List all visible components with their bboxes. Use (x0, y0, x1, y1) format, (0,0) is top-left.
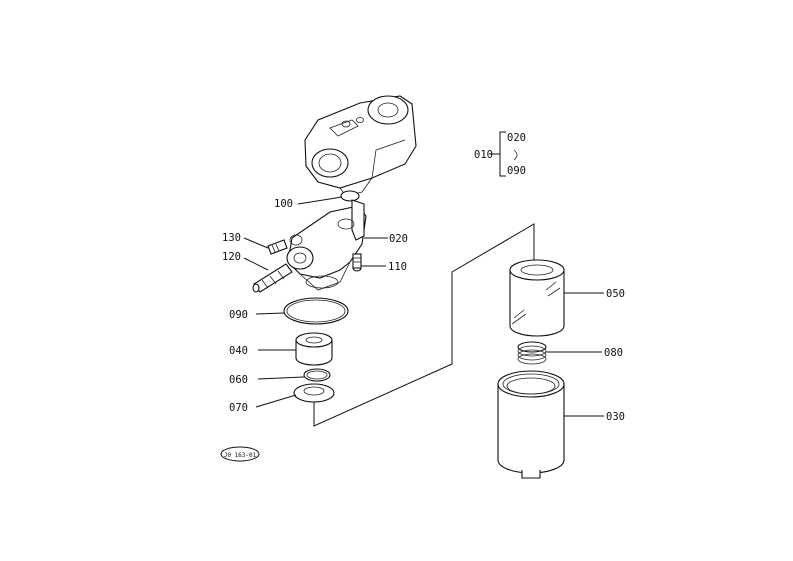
callout-120: 120 (222, 251, 241, 263)
o-ring-090 (283, 297, 349, 325)
legend-top: 020 (507, 132, 526, 144)
callout-030: 030 (606, 411, 625, 423)
callout-070: 070 (229, 402, 248, 414)
spring-080 (517, 341, 547, 365)
collar-040 (295, 332, 333, 366)
legend-bottom: 090 (507, 165, 526, 177)
washer-070 (293, 383, 335, 403)
pump-body (304, 95, 417, 197)
assembly-legend (490, 131, 518, 177)
callout-100: 100 (274, 198, 293, 210)
callout-060: 060 (229, 374, 248, 386)
legend-assembly: 010 (474, 149, 493, 161)
filter-element-050 (509, 259, 565, 337)
callout-110: 110 (388, 261, 407, 273)
filter-head (286, 199, 367, 291)
callout-050: 050 (606, 288, 625, 300)
callout-090: 090 (229, 309, 248, 321)
callout-020: 020 (389, 233, 408, 245)
filter-bowl-030 (497, 370, 565, 479)
drawing-stamp: J0 163-01 (220, 446, 260, 462)
callout-040: 040 (229, 345, 248, 357)
fitting-120 (252, 263, 293, 293)
svg-text:J0 163-01: J0 163-01 (224, 452, 257, 459)
callout-080: 080 (604, 347, 623, 359)
plug-130 (267, 239, 288, 255)
o-ring-100 (340, 190, 360, 202)
callout-130: 130 (222, 232, 241, 244)
bolt-110 (352, 253, 362, 272)
